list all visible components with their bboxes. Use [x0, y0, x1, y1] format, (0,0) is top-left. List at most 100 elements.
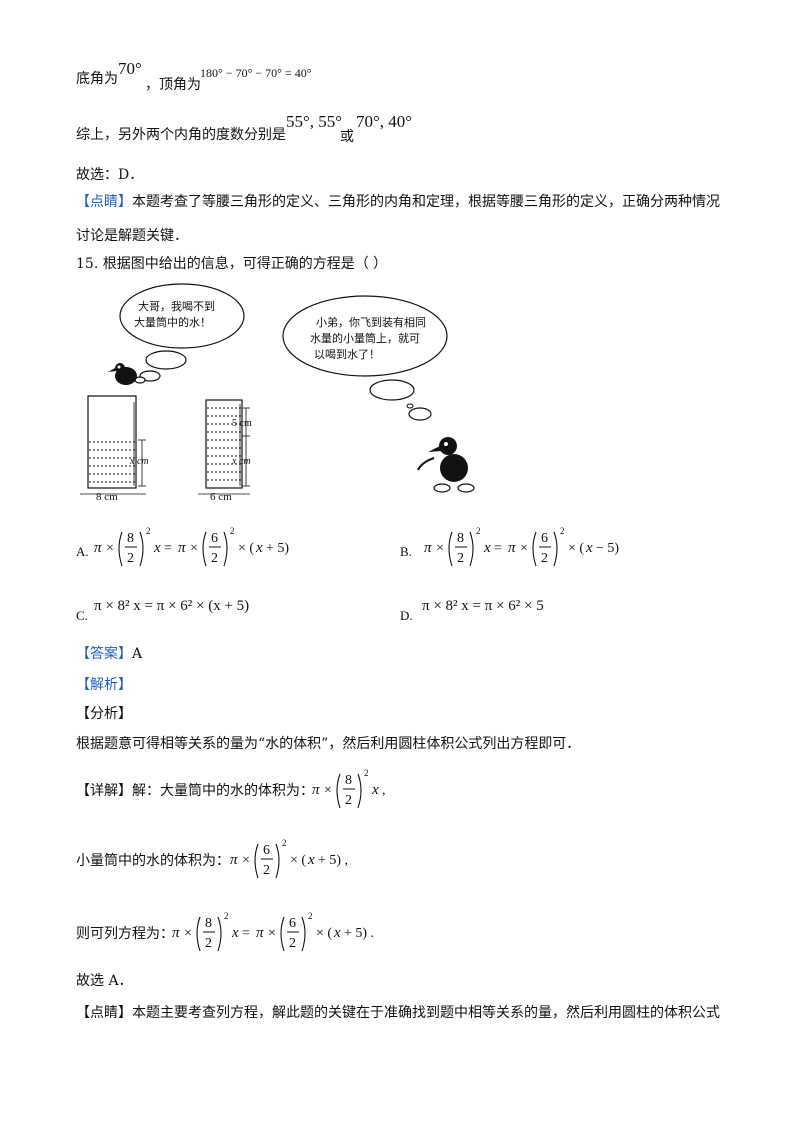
svg-text:π: π [230, 852, 238, 868]
svg-text:π: π [424, 540, 432, 556]
big-cyl-height: x cm [129, 456, 149, 467]
svg-text:π: π [178, 540, 186, 556]
svg-text:+ 5) .: + 5) . [344, 926, 374, 941]
svg-text:8: 8 [345, 773, 352, 788]
svg-text:×: × [184, 926, 192, 941]
svg-text:×: × [190, 541, 198, 556]
bubble-left-dot-1 [145, 350, 187, 370]
option-c-label: C. [76, 608, 88, 623]
question-stem: 15. 根据图中给出的信息，可得正确的方程是（ ） [76, 256, 388, 272]
svg-text:2: 2 [205, 936, 212, 951]
equation-label: 则可列方程为： [76, 926, 174, 942]
svg-text:6: 6 [541, 531, 548, 546]
svg-text:×: × [324, 783, 332, 798]
svg-text:8: 8 [457, 531, 464, 546]
svg-text:2: 2 [541, 551, 548, 566]
svg-text:=: = [242, 926, 250, 941]
crow-small-icon [417, 437, 475, 493]
xiangjie-line: 【详解】解：大量筒中的水的体积为： [76, 782, 314, 800]
dianjing-tag: 【点睛】 [76, 194, 132, 210]
svg-text:×: × [268, 926, 276, 941]
dianjing-bottom-tag: 【点睛】 [76, 1005, 132, 1021]
svg-text:× (: × ( [568, 541, 584, 556]
svg-text:x: x [585, 540, 593, 556]
svg-text:=: = [494, 541, 502, 556]
svg-text:6: 6 [289, 916, 296, 931]
small-volume-label: 小量筒中的水的体积为： [76, 853, 230, 869]
svg-text:x: x [255, 540, 263, 556]
svg-text:x: x [231, 925, 239, 941]
option-d-label: D. [400, 608, 413, 623]
option-b-equation: π × 8 2 2 x = π × 6 2 2 × ( x − 5) [424, 526, 619, 567]
svg-text:π: π [94, 540, 102, 556]
svg-text:π: π [256, 925, 264, 941]
bubble-right-dot-3 [406, 403, 414, 409]
svg-text:π: π [508, 540, 516, 556]
svg-text:2: 2 [282, 838, 287, 848]
xiangjie-text: 解：大量筒中的水的体积为： [132, 783, 314, 799]
svg-text:x: x [333, 925, 341, 941]
dianjing-line-1: 【点睛】本题考查了等腰三角形的定义、三角形的内角和定理，根据等腰三角形的定义，正… [76, 193, 720, 211]
svg-text:2: 2 [289, 936, 296, 951]
bubble-right-line1: 小弟，你飞到装有相同 [316, 315, 426, 329]
bubble-right-dot-1 [369, 379, 415, 401]
svg-text:x: x [307, 852, 315, 868]
option-a-equation: π × 8 2 2 x = π × 6 2 2 × ( x + 5) [94, 526, 289, 567]
svg-text:2: 2 [308, 911, 313, 921]
answer-tag: 【答案】 [76, 646, 132, 662]
answer-line: 【答案】A [76, 645, 142, 663]
svg-text:6: 6 [211, 531, 218, 546]
svg-text:2: 2 [224, 911, 229, 921]
bubble-left-line2: 大量筒中的水！ [134, 315, 211, 329]
option-b-label: B. [400, 544, 412, 559]
crow-big-icon [108, 363, 137, 385]
dianjing-line-2: 讨论是解题关键． [76, 228, 188, 244]
svg-text:×: × [436, 541, 444, 556]
svg-text:− 5): − 5) [596, 541, 619, 556]
bubble-right-line2: 水量的小量筒上，就可 [310, 331, 420, 345]
svg-text:6: 6 [263, 843, 270, 858]
base-angle-value: 70° [118, 59, 142, 78]
small-cylinder: 5 cm x cm 6 cm [198, 399, 252, 503]
svg-text:2: 2 [127, 551, 134, 566]
line-base-angle: 底角为 [76, 70, 118, 88]
svg-text:8: 8 [205, 916, 212, 931]
text-mid: ，顶角为 [145, 77, 201, 93]
big-cyl-width: 8 cm [96, 491, 118, 503]
svg-text:2: 2 [364, 768, 369, 778]
svg-text:,: , [382, 783, 386, 798]
dianjing-bottom-text: 本题主要考查列方程，解此题的关键在于准确找到题中相等关系的量，然后利用圆柱的体积… [132, 1005, 720, 1021]
option-c-equation: π × 8² x = π × 6² × (x + 5) [94, 598, 250, 614]
svg-text:π: π [172, 925, 180, 941]
fenxi-tag: 【分析】 [76, 706, 132, 722]
bubble-right-dot-2 [408, 407, 432, 421]
choose-d: 故选：D． [76, 167, 144, 183]
question-figure: 大哥，我喝不到 大量筒中的水！ 小弟，你飞到装有相同 水量的小量筒上，就可 以喝… [80, 283, 475, 503]
svg-text:×: × [242, 853, 250, 868]
or-word: 或 [340, 129, 354, 145]
angles-set-1: 55°, 55° [286, 112, 343, 131]
xiangjie-tag: 【详解】 [76, 783, 132, 799]
svg-text:2: 2 [211, 551, 218, 566]
summary-prefix: 综上，另外两个内角的度数分别是 [76, 127, 286, 143]
answer-value: A [132, 646, 143, 662]
svg-text:×: × [106, 541, 114, 556]
svg-text:8: 8 [127, 531, 134, 546]
svg-text:×: × [520, 541, 528, 556]
svg-text:2: 2 [560, 526, 565, 536]
top-angle-expr: 180° − 70° − 70° = 40° [200, 66, 312, 80]
svg-text:x: x [371, 782, 379, 798]
svg-text:× (: × ( [238, 541, 254, 556]
dianjing-bottom: 【点睛】本题主要考查列方程，解此题的关键在于准确找到题中相等关系的量，然后利用圆… [76, 1004, 720, 1022]
svg-text:2: 2 [230, 526, 235, 536]
choose-a: 故选 A． [76, 973, 133, 989]
bubble-left-shape [119, 283, 245, 349]
svg-text:π: π [312, 782, 320, 798]
small-cyl-width: 6 cm [210, 491, 232, 503]
svg-text:x: x [483, 540, 491, 556]
bubble-right-line3: 以喝到水了！ [314, 348, 380, 361]
small-volume-expr: π × 6 2 2 × ( x + 5) , [230, 838, 348, 879]
bubble-right-shape [282, 295, 448, 377]
svg-text:=: = [164, 541, 172, 556]
option-a-label: A. [76, 544, 89, 559]
